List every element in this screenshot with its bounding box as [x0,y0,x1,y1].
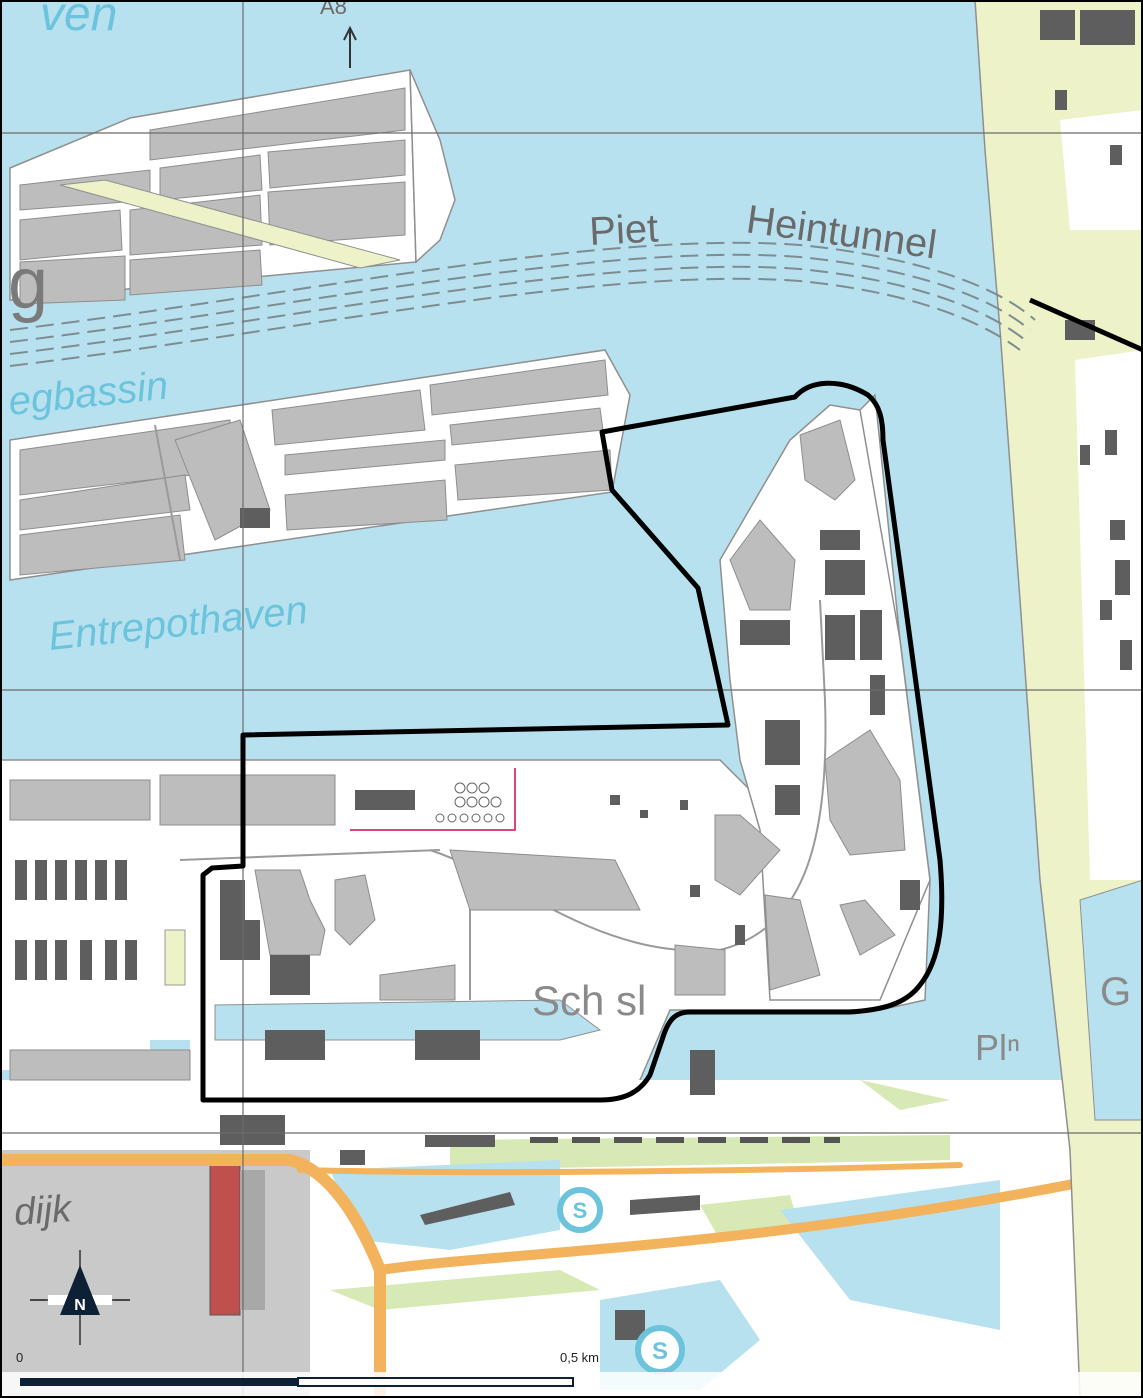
label-sch: Sch sl [532,977,646,1024]
north-pier-area [9,69,456,305]
station-icon: S [557,1187,603,1233]
svg-text:N: N [74,1297,86,1314]
scale-start: 0 [16,1350,23,1365]
north-arrow-icon [60,1265,100,1315]
label-plein: Plⁿ [975,1027,1020,1068]
scale-end: 0,5 km [560,1350,599,1365]
south-land-area [0,393,1143,1150]
label-dijk: dijk [13,1188,75,1234]
tunnel-lines [9,241,1036,367]
label-top-partial: ven [40,0,117,41]
label-tunnel-piet: Piet [588,206,659,254]
svg-text:S: S [652,1338,668,1365]
middle-pier-area [9,349,631,581]
west-district [0,770,191,1081]
station-icon: S [635,1325,685,1375]
arrow-up-icon [343,25,357,68]
label-letter-g: g [8,244,48,324]
south-district: S S [0,1080,1143,1398]
scale-bar: 0 0,5 km [0,1350,1143,1398]
label-top-road: A8 [320,0,347,19]
motorway [0,1154,1143,1398]
label-right-g: G [1100,970,1131,1014]
project-boundary [200,380,945,1103]
svg-text:S: S [573,1198,588,1223]
north-arrow: N [30,1250,130,1345]
east-bank [974,0,1143,1398]
